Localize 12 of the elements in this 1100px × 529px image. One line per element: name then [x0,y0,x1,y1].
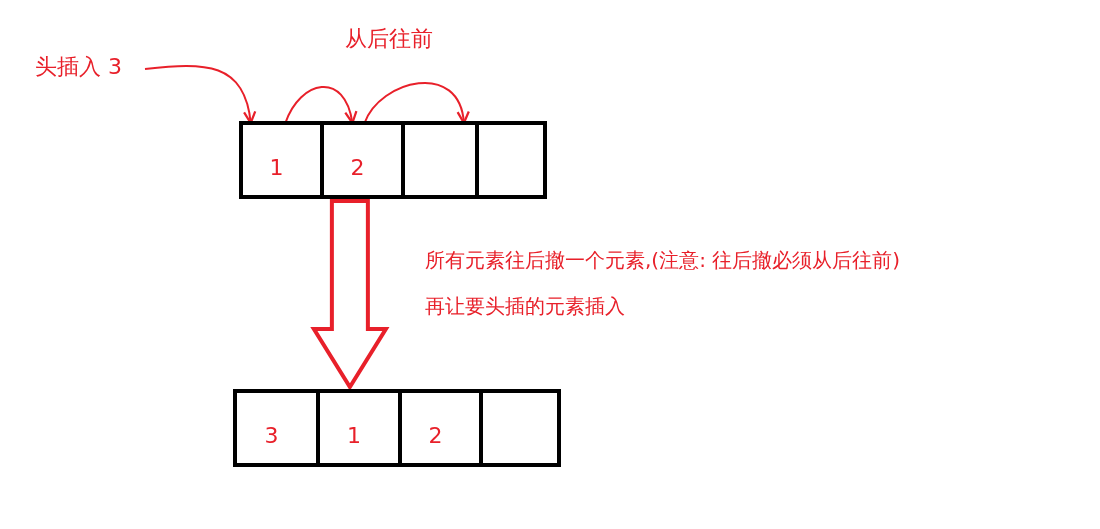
array-box [239,121,547,199]
annotation-text: 再让要头插的元素插入 [425,294,625,318]
annotation-text: 所有元素往后撤一个元素,(注意: 往后撤必须从后往前) [425,248,901,272]
array-box [233,389,561,467]
array-cell: 2 [320,125,401,195]
annotation-text: 从后往前 [345,26,433,53]
array-cell: 3 [237,393,316,463]
array-cell: 2 [398,393,479,463]
array-cell: 1 [316,393,398,463]
block-arrow [310,199,390,391]
annotation-text: 头插入 3 [35,54,145,84]
array-cell: 1 [243,125,320,195]
